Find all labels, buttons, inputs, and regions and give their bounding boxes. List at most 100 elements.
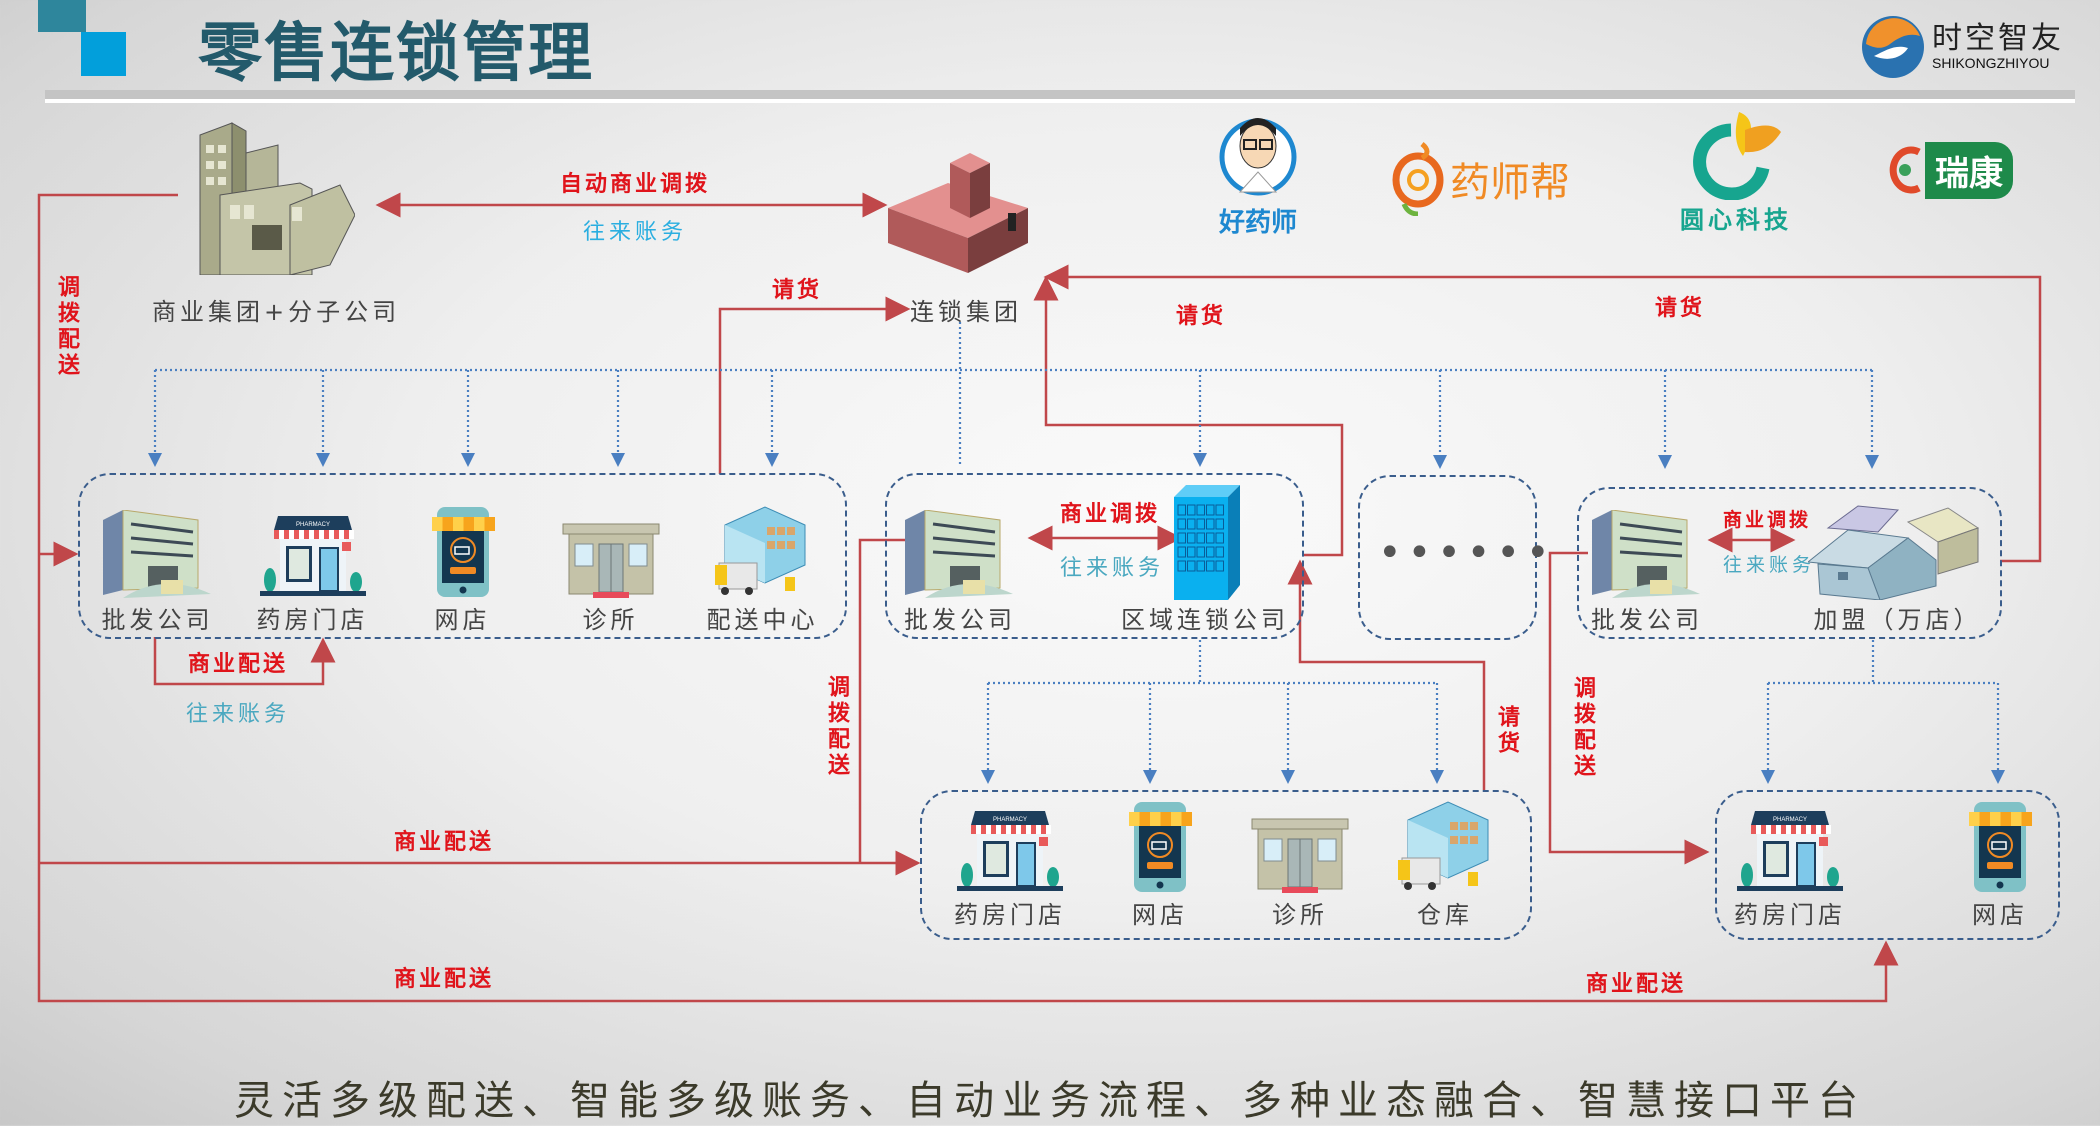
clinic-icon: [561, 478, 661, 600]
blue-tower-icon: [1168, 478, 1243, 600]
box6-item: 网店: [1950, 795, 2050, 930]
request-label-left: 请货: [772, 278, 823, 303]
pharmacy-store-icon: PHARMACY: [955, 795, 1065, 895]
pharmacy-store-icon: PHARMACY: [258, 478, 368, 600]
retail-group-box: [78, 473, 847, 639]
box4-item: 批发公司: [1582, 488, 1712, 635]
brand-subtitle: SHIKONGZHIYOU: [1932, 55, 2050, 71]
node-label: 网店: [1132, 901, 1188, 929]
svg-text:PHARMACY: PHARMACY: [295, 522, 329, 528]
dotted-arrowhead: [1433, 455, 1447, 469]
box5-item: 诊所: [1240, 795, 1360, 930]
box5-item: 仓库: [1385, 795, 1505, 930]
request-box1-to-chain: [718, 296, 911, 474]
partner-yuanxin: 圆心科技: [1680, 110, 1792, 235]
franchise-stores-box: [1715, 790, 2060, 940]
box2-item: 批发公司: [895, 478, 1025, 635]
node-label: 网店: [1972, 901, 2028, 929]
box5-item: 网店: [1100, 795, 1220, 930]
dotted-arrowhead: [1430, 770, 1444, 784]
box4-item: 加盟（万店）: [1795, 488, 2000, 635]
box1-item: 诊所: [548, 478, 673, 635]
box1-item: 配送中心: [700, 478, 825, 635]
wholesale-building-icon: [102, 478, 213, 600]
warehouse-icon: [1397, 795, 1493, 895]
circle-leaf-logo: [1693, 112, 1781, 200]
dotted-arrowhead: [1143, 770, 1157, 784]
dotted-arrowhead: [1281, 770, 1295, 784]
transfer-label-mid: 调拨配送: [824, 675, 849, 779]
link-top-account: 往来账务: [583, 220, 688, 245]
box1-item: 网店: [400, 478, 525, 635]
ellipsis: ••••••: [1378, 530, 1556, 576]
request-label-mid: 请货: [1176, 304, 1227, 329]
commercial-group-node: [180, 115, 356, 279]
mobile-shop-icon: [428, 478, 498, 600]
node-label: 诊所: [1272, 901, 1328, 929]
transfer-label-right: 调拨配送: [1570, 676, 1595, 780]
box6-item: PHARMACY 药房门店: [1725, 795, 1855, 930]
dotted-arrowhead: [1193, 453, 1207, 467]
partner-name: 药师帮: [1450, 160, 1570, 206]
dotted-arrowhead: [1991, 770, 2005, 784]
commercial-group-label: 商业集团+分子公司: [152, 298, 401, 326]
footer-tagline: 灵活多级配送、智能多级账务、自动业务流程、多种业态融合、智慧接口平台: [234, 1078, 1866, 1124]
node-label: 药房门店: [954, 901, 1066, 929]
chain-group-node: [888, 148, 1033, 277]
dotted-arrowhead: [765, 453, 779, 467]
request-label-box5: 请货: [1494, 705, 1519, 757]
accent-square-teal: [38, 0, 86, 32]
box4-link-account: 往来账务: [1723, 554, 1816, 576]
warehouse-icon: [715, 478, 810, 600]
franchise-box: [1577, 487, 2002, 639]
dotted-arrowhead: [1761, 770, 1775, 784]
partner-haoyaoshi: 好药师: [1218, 112, 1298, 239]
houses-icon: [1807, 488, 1988, 600]
pharmacist-mascot-logo: [1219, 118, 1297, 196]
partner-name: 好药师: [1218, 208, 1297, 238]
node-label: 区域连锁公司: [1121, 606, 1289, 634]
delivery-label-mid: 商业配送: [394, 830, 495, 855]
box1-item: 批发公司: [95, 478, 220, 635]
box4-link-action: 商业调拨: [1723, 509, 1812, 531]
node-label: 药房门店: [256, 606, 369, 634]
brand-name: 时空智友: [1932, 21, 2064, 56]
box5-item: PHARMACY 药房门店: [950, 795, 1070, 930]
box1-link-action: 商业配送: [188, 652, 289, 677]
partner-name: 瑞康: [1925, 141, 2013, 199]
node-label: 仓库: [1417, 901, 1473, 929]
chain-group-label: 连锁集团: [910, 298, 1022, 326]
clinic-icon: [1250, 795, 1350, 895]
node-label: 批发公司: [904, 606, 1016, 634]
ruikang-logo: [1889, 146, 1921, 194]
page-title: 零售连锁管理: [198, 17, 594, 91]
accent-square-blue: [81, 32, 126, 76]
node-label: 批发公司: [1591, 606, 1703, 634]
node-label: 配送中心: [706, 606, 819, 634]
svg-text:PHARMACY: PHARMACY: [1773, 817, 1807, 823]
partner-yaoshibang: 药师帮: [1392, 142, 1570, 216]
brand-logo: 时空智友 SHIKONGZHIYOU: [1860, 14, 2064, 80]
box2-item: 区域连锁公司: [1121, 478, 1285, 635]
node-label: 网店: [434, 606, 491, 634]
box1-link-account: 往来账务: [186, 702, 291, 727]
transfer-label-left: 调拨配送: [54, 275, 79, 379]
dotted-arrowhead: [461, 453, 475, 467]
node-label: 诊所: [582, 606, 639, 634]
dotted-arrowhead: [148, 453, 162, 467]
delivery-label-right: 商业配送: [1586, 972, 1687, 997]
dotted-arrowhead: [611, 453, 625, 467]
brand-swirl-icon: [1862, 16, 1924, 78]
link-top-action: 自动商业调拨: [560, 172, 711, 197]
swirl-logo: [1392, 142, 1444, 216]
delivery-label-bottom: 商业配送: [394, 967, 495, 992]
box2-link-action: 商业调拨: [1060, 502, 1161, 527]
office-tower-icon: [199, 122, 356, 276]
mobile-shop-icon: [1965, 795, 2035, 895]
node-label: 药房门店: [1734, 901, 1846, 929]
regional-chain-box: [885, 473, 1304, 639]
node-label: 加盟（万店）: [1813, 606, 1982, 634]
request-label-right: 请货: [1655, 296, 1706, 321]
partner-ruikang: 瑞康: [1885, 140, 2013, 200]
node-label: 批发公司: [101, 606, 214, 634]
